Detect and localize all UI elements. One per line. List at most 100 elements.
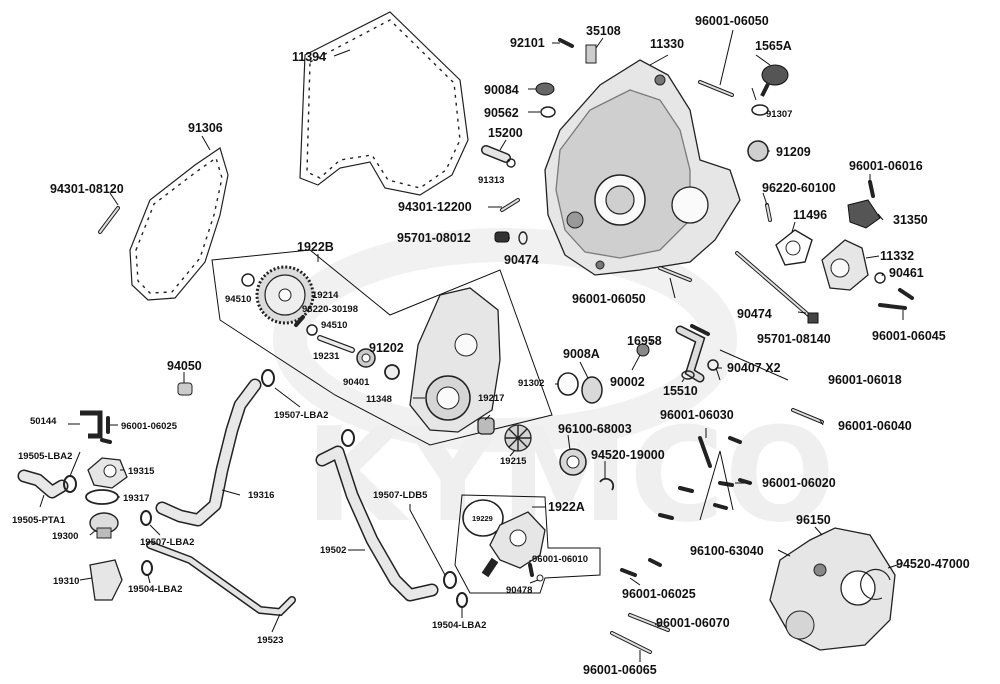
label-94301-08120[interactable]: 94301-08120 (50, 182, 124, 196)
gasket-11496[interactable] (775, 229, 813, 266)
label-19507-LBA2-a[interactable]: 19507-LBA2 (274, 410, 328, 421)
label-1922B[interactable]: 1922B (297, 240, 334, 254)
washer-90562[interactable] (540, 106, 556, 118)
label-94510-b[interactable]: 94510 (321, 320, 347, 331)
label-19315[interactable]: 19315 (128, 466, 155, 477)
mechanical-seal-19217[interactable] (477, 417, 495, 435)
bolt-96001-06070[interactable] (628, 613, 670, 632)
label-15200[interactable]: 15200 (488, 126, 523, 140)
label-11330[interactable]: 11330 (650, 37, 684, 51)
bracket-35108[interactable] (585, 44, 597, 64)
long-bolt-95701-08140[interactable] (735, 251, 819, 324)
bolt-96001-06025-a[interactable] (100, 416, 112, 444)
label-19507-LBA2-b[interactable]: 19507-LBA2 (140, 537, 194, 548)
label-94520-47000[interactable]: 94520-47000 (896, 557, 970, 571)
pump-shaft-19231[interactable] (317, 335, 355, 353)
dowel-96220-60100[interactable] (765, 203, 772, 222)
crankcase-cover-11330[interactable] (544, 59, 741, 276)
label-19317[interactable]: 19317 (123, 493, 149, 504)
pipe-16958[interactable] (675, 325, 706, 383)
label-19231[interactable]: 19231 (313, 351, 340, 362)
thermostat-case-19310[interactable] (89, 559, 123, 601)
label-96001-06010[interactable]: 96001-06010 (532, 554, 588, 565)
bearing-96100-68003[interactable] (559, 448, 587, 476)
clamp-19507-LBA2-a[interactable] (261, 369, 275, 387)
sensor-31350[interactable] (847, 199, 881, 229)
label-19229[interactable]: 19229 (472, 514, 493, 523)
plug-90084[interactable] (535, 82, 555, 96)
label-96001-06016[interactable]: 96001-06016 (849, 159, 923, 173)
label-19214[interactable]: 19214 (312, 290, 339, 301)
dowel-pin-94301-08120[interactable] (98, 206, 120, 234)
bolt-96001-06016[interactable] (868, 180, 875, 198)
label-35108[interactable]: 35108 (586, 24, 621, 38)
shaft-15200[interactable] (481, 145, 511, 163)
o-ring-19317[interactable] (85, 489, 119, 505)
clamp-19507-LBA2-b[interactable] (140, 510, 152, 526)
thermostat-cover-11332[interactable] (821, 239, 869, 291)
label-19215[interactable]: 19215 (500, 456, 527, 467)
washer-90478[interactable] (536, 574, 544, 582)
label-11348[interactable]: 11348 (366, 394, 392, 405)
label-96001-06025-b[interactable]: 96001-06025 (622, 587, 696, 601)
label-96001-06070[interactable]: 96001-06070 (656, 616, 730, 630)
washer-90474-a[interactable] (518, 231, 528, 245)
bolt-96001-06045[interactable] (878, 288, 914, 310)
washer-90407[interactable] (707, 359, 719, 371)
label-96001-06018[interactable]: 96001-06018 (828, 373, 902, 387)
dipstick-1565A[interactable] (760, 64, 789, 97)
label-95701-08012[interactable]: 95701-08012 (397, 231, 471, 245)
pump-cover-11348[interactable] (409, 287, 501, 433)
clamp-19504-LBA2-a[interactable] (141, 560, 153, 576)
circlip-94510-a[interactable] (241, 273, 255, 287)
label-19505-LBA2[interactable]: 19505-LBA2 (18, 451, 72, 462)
bracket-50144[interactable] (80, 410, 103, 439)
label-15510[interactable]: 15510 (663, 384, 698, 398)
label-90084[interactable]: 90084 (484, 83, 519, 97)
o-ring-15510[interactable] (681, 370, 695, 380)
label-90401[interactable]: 90401 (343, 377, 370, 388)
bolt-96001-06050-top[interactable] (698, 80, 734, 97)
hose-19502[interactable] (315, 445, 439, 602)
label-11332[interactable]: 11332 (880, 249, 914, 263)
plug-94050[interactable] (177, 382, 193, 396)
pipe-19523[interactable] (146, 541, 296, 617)
label-9008A[interactable]: 9008A (563, 347, 600, 361)
label-94301-12200[interactable]: 94301-12200 (398, 200, 472, 214)
bolt-92101[interactable] (558, 38, 574, 48)
label-90002[interactable]: 90002 (610, 375, 645, 389)
circlip-94520-47000[interactable] (860, 568, 891, 601)
gasket-91306[interactable] (129, 147, 229, 301)
bolt-head-90002[interactable] (636, 343, 650, 357)
label-90407[interactable]: 90407 X2 (727, 361, 781, 375)
label-11496[interactable]: 11496 (793, 208, 827, 222)
label-31350[interactable]: 31350 (893, 213, 928, 227)
label-19300[interactable]: 19300 (52, 531, 78, 542)
label-19504-LBA2-a[interactable]: 19504-LBA2 (128, 584, 182, 595)
label-95701-08140[interactable]: 95701-08140 (757, 332, 831, 346)
label-96001-06025-a[interactable]: 96001-06025 (121, 421, 178, 432)
label-19217[interactable]: 19217 (478, 393, 504, 404)
label-96220-60100[interactable]: 96220-60100 (762, 181, 836, 195)
bolt-96001-06025-b[interactable] (620, 558, 662, 577)
label-96150[interactable]: 96150 (796, 513, 831, 527)
label-94050[interactable]: 94050 (167, 359, 202, 373)
plug-95701-08012[interactable] (494, 231, 510, 243)
thermostat-housing-19315[interactable] (87, 457, 128, 489)
label-19502[interactable]: 19502 (320, 545, 346, 556)
label-1922A[interactable]: 1922A (548, 500, 585, 514)
o-ring-91307[interactable] (751, 104, 769, 116)
label-50144[interactable]: 50144 (30, 416, 57, 427)
washer-90401[interactable] (384, 364, 400, 380)
label-16958[interactable]: 16958 (627, 334, 662, 348)
bolts-96001-06030[interactable] (698, 436, 742, 468)
label-91306[interactable]: 91306 (188, 121, 223, 135)
circlip-94520-19000[interactable] (599, 477, 615, 491)
label-19505-PTA1[interactable]: 19505-PTA1 (12, 515, 66, 526)
clamp-19507-LDB5[interactable] (341, 429, 355, 447)
label-19316[interactable]: 19316 (248, 490, 274, 501)
label-96220-30198[interactable]: 96220-30198 (302, 304, 358, 315)
label-1565A[interactable]: 1565A (755, 39, 792, 53)
impeller-19215[interactable] (504, 424, 532, 452)
bolt-96001-06065[interactable] (610, 631, 652, 654)
